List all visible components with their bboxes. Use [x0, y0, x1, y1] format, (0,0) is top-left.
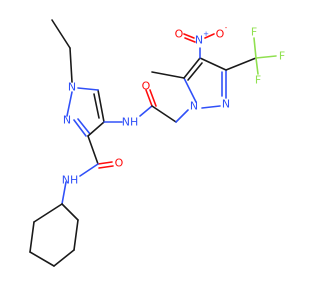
bond-cf3-f-bottom — [255, 57, 259, 75]
bond-nh-carbonyl — [139, 105, 153, 117]
bond-c3-carbonyl — [87, 135, 99, 165]
atom-n1-pyrazole-b: N — [190, 100, 198, 113]
atom-nitro-o-left: O — [175, 28, 184, 41]
bond-cy-4 — [29, 251, 55, 267]
bond-pzA-c5-n1 — [77, 87, 99, 91]
molecule-structure-diagram: N N NH O NH O N N N + O - O F F F — [29, 19, 285, 267]
atom-o-right: O — [142, 80, 151, 93]
atom-f-top: F — [251, 26, 257, 39]
atom-n2-pyrazole-b: N — [222, 98, 230, 111]
bond-ethyl-ch3 — [51, 19, 71, 49]
bond-cf3-f-right — [255, 55, 277, 59]
bond-carbonyl-o — [97, 161, 113, 165]
atom-nh-left: NH — [62, 174, 79, 187]
bond-nitro-o-left-double — [184, 37, 196, 43]
bond-pzB-n1-c5 — [183, 77, 197, 103]
bond-pzA-c3-c4 — [87, 121, 105, 137]
bond-methyl — [151, 71, 185, 79]
bond-pzA-c4-c5 — [97, 89, 105, 123]
bond-nh-cyclohexyl — [61, 181, 67, 205]
atom-n2-pyrazole-a: N — [63, 114, 71, 127]
bond-pzA-n2-c3-double — [77, 118, 91, 135]
bond-ch2-pzB-n1 — [175, 109, 189, 123]
bond-nitro-o-top — [204, 33, 215, 39]
bond-pzB-c5-c4-double — [187, 62, 203, 81]
bond-cy-5 — [29, 221, 35, 253]
atom-nitro-o-top: O — [216, 28, 225, 41]
bond-pzB-c5-c4 — [183, 57, 201, 79]
atom-o-left: O — [115, 157, 124, 170]
bonds — [29, 19, 277, 267]
atom-n1-pyrazole-a: N — [68, 81, 76, 94]
bond-cy-3 — [53, 249, 75, 267]
bond-pzA-n1-n2 — [66, 91, 73, 117]
atom-f-bottom: F — [255, 74, 261, 87]
bond-carbonyl-o-double — [98, 165, 114, 169]
bond-nitro-o-left — [183, 33, 195, 39]
bond-pzA-c4-c5-double — [93, 93, 100, 119]
atom-labels: N N NH O NH O N N N + O - O F F F — [62, 24, 285, 187]
bond-cf3-f-top — [253, 37, 257, 59]
bond-c3-cf3 — [225, 57, 257, 71]
atom-nitro-n: N — [195, 34, 203, 47]
bond-cy-6 — [33, 203, 63, 223]
bond-ethyl-ch2 — [69, 47, 73, 83]
bond-pzB-c4-c3 — [199, 57, 227, 71]
nitro-o-charge: - — [225, 24, 228, 32]
bond-pzA-n2-c3 — [73, 119, 87, 137]
bond-carbonyl-ch2 — [151, 105, 177, 123]
atom-nh-right: NH — [122, 116, 139, 129]
bond-cy-2 — [73, 219, 79, 251]
bond-carbonyl-o-right-double — [149, 89, 157, 107]
bond-cy-1 — [61, 203, 79, 221]
bond-pzB-n2-n1 — [201, 105, 221, 109]
atom-f-right: F — [279, 50, 285, 63]
bond-carbonyl-nh — [79, 163, 99, 177]
bond-carbonyl-o-right — [145, 89, 153, 107]
nitro-n-charge: + — [203, 30, 209, 38]
